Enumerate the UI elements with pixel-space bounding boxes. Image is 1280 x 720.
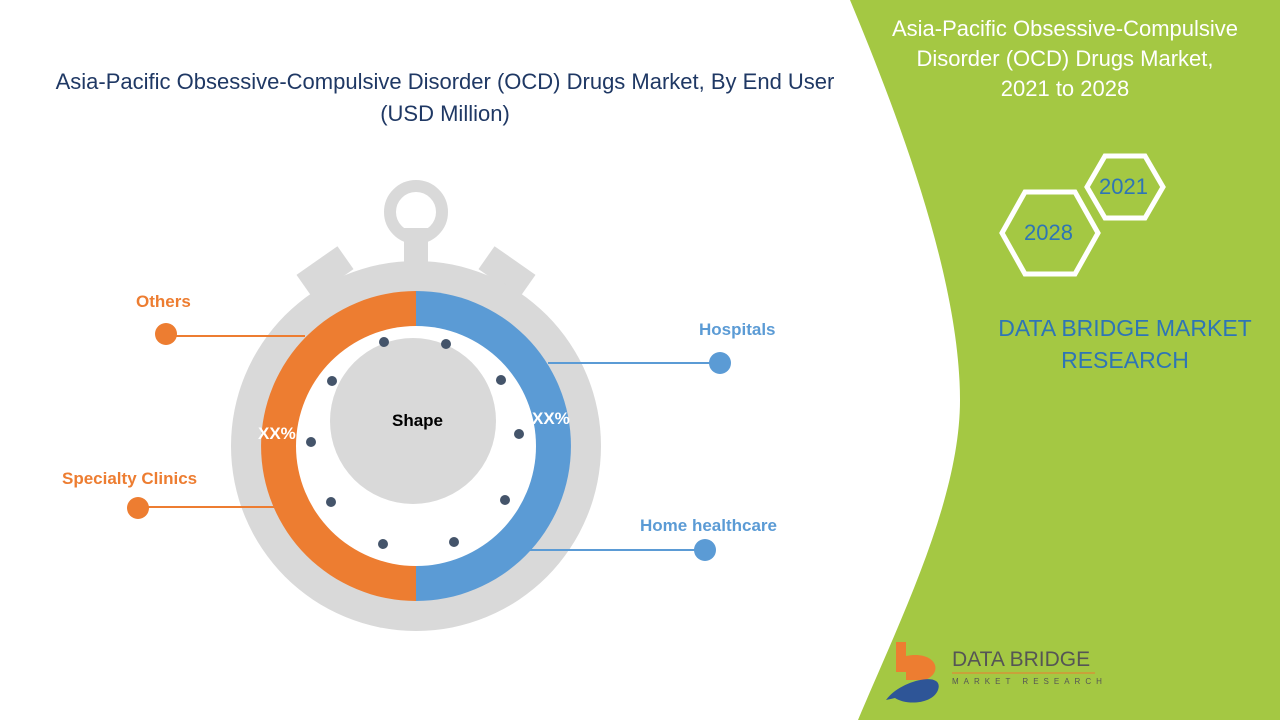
label-home-healthcare: Home healthcare bbox=[640, 516, 777, 535]
label-others: Others bbox=[136, 292, 191, 311]
brand-line-1: DATA BRIDGE MARKET bbox=[998, 315, 1252, 341]
title-line-1: Asia-Pacific Obsessive-Compulsive Disord… bbox=[55, 69, 835, 94]
green-panel bbox=[850, 0, 1280, 720]
center-label: Shape bbox=[392, 411, 444, 430]
marker-home bbox=[694, 539, 716, 561]
marker-hospitals bbox=[709, 352, 731, 374]
marker-specialty bbox=[127, 497, 149, 519]
year-2021: 2021 bbox=[1099, 174, 1148, 199]
chart-title: Asia-Pacific Obsessive-Compulsive Disord… bbox=[20, 66, 870, 130]
brand-text: DATA BRIDGE MARKET RESEARCH bbox=[990, 312, 1260, 376]
label-hospitals: Hospitals bbox=[699, 320, 776, 339]
panel-title-line-2: Disorder (OCD) Drugs Market, bbox=[916, 46, 1214, 71]
logo-icon bbox=[886, 642, 939, 703]
title-line-2: (USD Million) bbox=[380, 101, 510, 126]
panel-title: Asia-Pacific Obsessive-Compulsive Disord… bbox=[860, 14, 1270, 104]
dial-dots bbox=[306, 337, 524, 549]
logo-tagline: MARKET RESEARCH bbox=[952, 677, 1107, 686]
right-percent: XX% bbox=[532, 409, 570, 428]
label-specialty-clinics: Specialty Clinics bbox=[62, 469, 198, 488]
stopwatch-button-left bbox=[296, 246, 354, 298]
center-shape bbox=[330, 338, 496, 504]
brand-line-2: RESEARCH bbox=[1061, 347, 1189, 373]
hexagon-2028 bbox=[999, 189, 1101, 277]
marker-others bbox=[155, 323, 177, 345]
stopwatch bbox=[231, 180, 601, 631]
panel-title-line-3: 2021 to 2028 bbox=[1000, 76, 1130, 101]
panel-title-line-1: Asia-Pacific Obsessive-Compulsive bbox=[892, 16, 1238, 41]
left-percent: XX% bbox=[258, 424, 296, 443]
logo-name: DATA BRIDGE bbox=[952, 648, 1091, 671]
stopwatch-button-right bbox=[478, 246, 536, 298]
hexagon-2021 bbox=[1084, 153, 1166, 221]
year-2028: 2028 bbox=[1024, 220, 1073, 245]
